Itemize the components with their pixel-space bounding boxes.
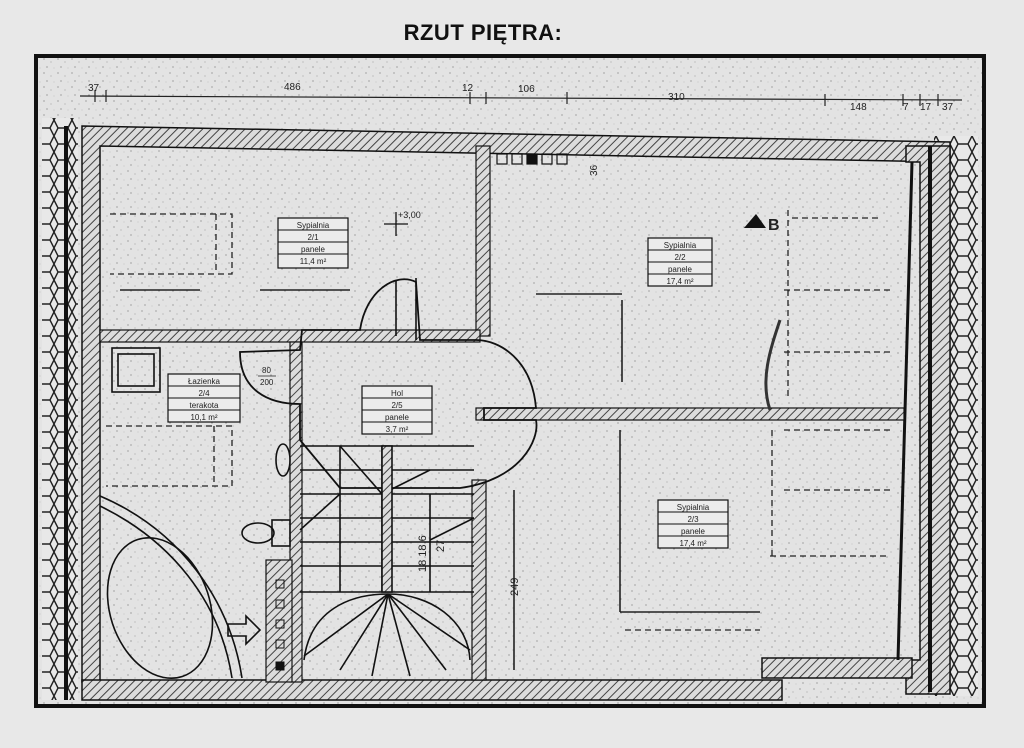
svg-text:Sypialnia: Sypialnia — [297, 221, 330, 230]
room-label-hol-2-5: Hol 2/5 panele 3,7 m² — [361, 385, 433, 435]
svg-text:2/2: 2/2 — [674, 253, 686, 262]
svg-text:Łazienka: Łazienka — [188, 377, 221, 386]
dim-310: 310 — [668, 92, 685, 103]
dim-148: 148 — [850, 102, 867, 113]
svg-text:terakota: terakota — [190, 401, 219, 410]
dimension-line-top — [79, 90, 963, 106]
hall-outline — [239, 278, 538, 489]
svg-text:2/3: 2/3 — [687, 515, 699, 524]
dim-12: 12 — [462, 83, 474, 94]
scan-artifact — [764, 319, 782, 411]
plan-title: RZUT PIĘTRA: — [403, 20, 563, 45]
svg-text:+3,00: +3,00 — [398, 210, 421, 220]
svg-text:Sypialnia: Sypialnia — [664, 241, 697, 250]
svg-text:Hol: Hol — [391, 389, 403, 398]
level-marker: +3,00 — [384, 210, 421, 236]
interior-walls — [99, 145, 905, 683]
svg-text:panele: panele — [668, 265, 693, 274]
vent-blocks — [496, 153, 568, 165]
svg-text:17,4 m²: 17,4 m² — [679, 539, 706, 548]
dim-37-left: 37 — [88, 83, 100, 94]
dim-37-right: 37 — [942, 102, 954, 113]
staircase — [299, 445, 475, 677]
dim-27: 27 — [435, 540, 447, 552]
room-label-lazienka-2-4: Łazienka 2/4 terakota 10,1 m² — [167, 373, 241, 423]
svg-text:2/1: 2/1 — [307, 233, 319, 242]
dim-stair-steps: 18 18 6 — [417, 535, 429, 572]
svg-text:panele: panele — [301, 245, 326, 254]
section-marker-b: B — [744, 214, 780, 234]
dim-249: 249 — [509, 578, 521, 596]
svg-text:panele: panele — [385, 413, 410, 422]
svg-text:17,4 m²: 17,4 m² — [666, 277, 693, 286]
bathroom-fixtures — [99, 347, 291, 679]
svg-text:panele: panele — [681, 527, 706, 536]
svg-text:3,7 m²: 3,7 m² — [386, 425, 409, 434]
dim-486: 486 — [284, 82, 301, 93]
svg-text:Sypialnia: Sypialnia — [677, 503, 710, 512]
svg-text:2/5: 2/5 — [391, 401, 403, 410]
svg-text:10,1 m²: 10,1 m² — [190, 413, 217, 422]
dim-36: 36 — [589, 164, 600, 176]
room-label-sypialnia-2-1: Sypialnia 2/1 panele 11,4 m² — [277, 217, 349, 269]
svg-text:B: B — [768, 217, 780, 234]
dim-7: 7 — [903, 102, 909, 113]
roof-slope-lines — [106, 210, 890, 631]
door-dim-lower: 200 — [260, 378, 274, 387]
dim-17: 17 — [920, 102, 932, 113]
door-dim-upper: 80 — [262, 366, 271, 375]
dim-106: 106 — [518, 84, 535, 95]
room-label-sypialnia-2-2: Sypialnia 2/2 panele 17,4 m² — [647, 237, 713, 287]
shaft-blocks — [275, 579, 285, 671]
room-label-sypialnia-2-3: Sypialnia 2/3 panele 17,4 m² — [657, 499, 729, 549]
stone-wall-left — [42, 118, 78, 700]
svg-text:2/4: 2/4 — [198, 389, 210, 398]
svg-text:11,4 m²: 11,4 m² — [300, 257, 327, 266]
